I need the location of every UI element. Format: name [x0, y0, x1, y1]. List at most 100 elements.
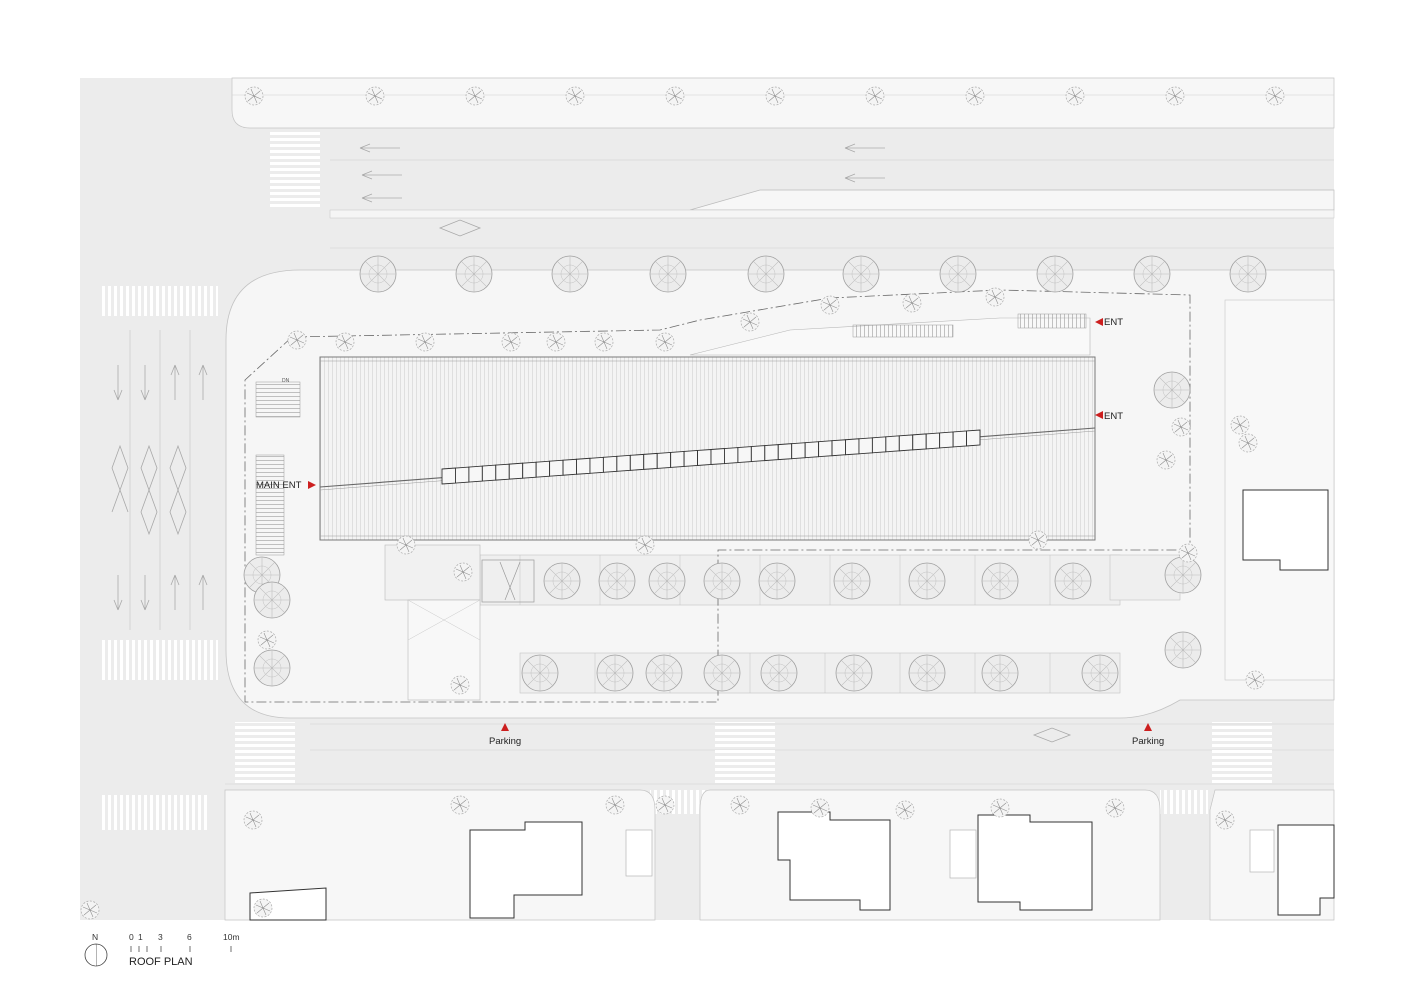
scale-tick-10m: 10m [223, 932, 240, 942]
site-boundary [244, 289, 1191, 703]
tree-icon [80, 900, 100, 920]
diamond-marking [438, 219, 482, 237]
skylight-pane [455, 466, 470, 484]
tree-icon [635, 535, 655, 555]
east-entrance-marker [1095, 411, 1103, 419]
tree-icon [1238, 433, 1258, 453]
east-entrance-label: ENT [1104, 411, 1123, 422]
stair-dn-label: DN [282, 378, 290, 384]
tree-icon [521, 654, 559, 692]
skylight-pane [925, 432, 941, 450]
tree-icon [730, 795, 750, 815]
main-entrance-marker [308, 481, 316, 489]
scale-tick-6: 6 [187, 932, 192, 942]
skylight-pane [576, 457, 591, 475]
tree-icon [965, 86, 985, 106]
scale-tick-3: 3 [158, 932, 163, 942]
skylight-pane [710, 448, 725, 465]
tree-icon [665, 86, 685, 106]
tree-icon [908, 654, 946, 692]
main-entrance-label: MAIN ENT [256, 480, 302, 491]
skylight-pane [602, 455, 618, 473]
west-ramp [255, 454, 285, 556]
skylight-pane [777, 443, 793, 461]
skylight-pane [697, 449, 712, 466]
crosswalk-w-north [100, 286, 218, 316]
tree-icon [1230, 415, 1250, 435]
scale-tick-0: 0 [129, 932, 134, 942]
crosswalk-w-south [100, 640, 218, 680]
skylight-pane [912, 433, 927, 451]
parking-west-label: Parking [489, 736, 521, 747]
tree-icon [501, 332, 521, 352]
skylight-pane [737, 446, 752, 464]
tree-icon [760, 654, 798, 692]
tree-icon [703, 654, 741, 692]
tree-icon [1265, 86, 1285, 106]
entry-stair-east [1017, 313, 1087, 329]
tree-icon [810, 798, 830, 818]
tree-icon [253, 898, 273, 918]
tree-icon [1165, 86, 1185, 106]
crosswalk-south-b [1160, 790, 1208, 814]
south-small-structures [625, 829, 1275, 879]
lane-arrows-north [359, 143, 885, 203]
tree-icon [655, 332, 675, 352]
tree-icon [649, 255, 687, 293]
accessible-stalls [481, 559, 535, 603]
skylight-pane [683, 449, 698, 467]
scale-bar: 0 1 3 6 10m [129, 932, 240, 952]
skylight-pane [818, 440, 833, 458]
tree-icon [842, 255, 880, 293]
skylight-pane [508, 462, 524, 480]
median-island [689, 189, 1335, 211]
skylight-pane [845, 438, 860, 456]
skylight-pane [481, 464, 497, 482]
parking-west-marker [501, 723, 509, 731]
tree-icon [1215, 810, 1235, 830]
skylight-pane [589, 456, 604, 474]
tree-icon [1036, 255, 1074, 293]
tree-icon [1081, 654, 1119, 692]
skylight-pane [670, 450, 685, 468]
skylight-pane [522, 461, 537, 479]
skylight-pane [495, 463, 510, 481]
skylight-pane [831, 439, 846, 457]
north-arrow: N [84, 932, 108, 967]
entry-stair-top [852, 324, 954, 338]
skylight-pane [939, 431, 954, 449]
skylight-pane [871, 436, 887, 454]
crosswalk-nw [270, 130, 320, 210]
skylight-pane [952, 430, 967, 448]
tree-icon [1105, 798, 1125, 818]
tree-icon [605, 795, 625, 815]
tree-icon [648, 562, 686, 600]
skylight-pane [643, 452, 658, 470]
skylight-pane [549, 459, 564, 477]
skylight-pane [441, 467, 456, 485]
skylight-pane [535, 460, 551, 478]
skylight-pane [804, 441, 820, 459]
tree-icon [594, 332, 614, 352]
west-road-arrows [113, 364, 208, 611]
tree-icon [908, 562, 946, 600]
tree-icon [465, 86, 485, 106]
north-label: N [92, 932, 98, 942]
tree-icon [1153, 371, 1191, 409]
tree-icon [396, 535, 416, 555]
tree-icon [835, 654, 873, 692]
tree-icon [335, 332, 355, 352]
skylight-pane [791, 442, 806, 460]
west-stair [255, 381, 301, 418]
tree-icon [990, 798, 1010, 818]
tree-icon [450, 795, 470, 815]
skylight-pane [616, 454, 631, 472]
roof [319, 356, 1096, 541]
tree-icon [543, 562, 581, 600]
drawing-title: ROOF PLAN [129, 956, 193, 968]
tree-icon [359, 255, 397, 293]
tree-icon [740, 312, 760, 332]
top-entrance-marker [1095, 318, 1103, 326]
skylight-pane [468, 465, 483, 483]
